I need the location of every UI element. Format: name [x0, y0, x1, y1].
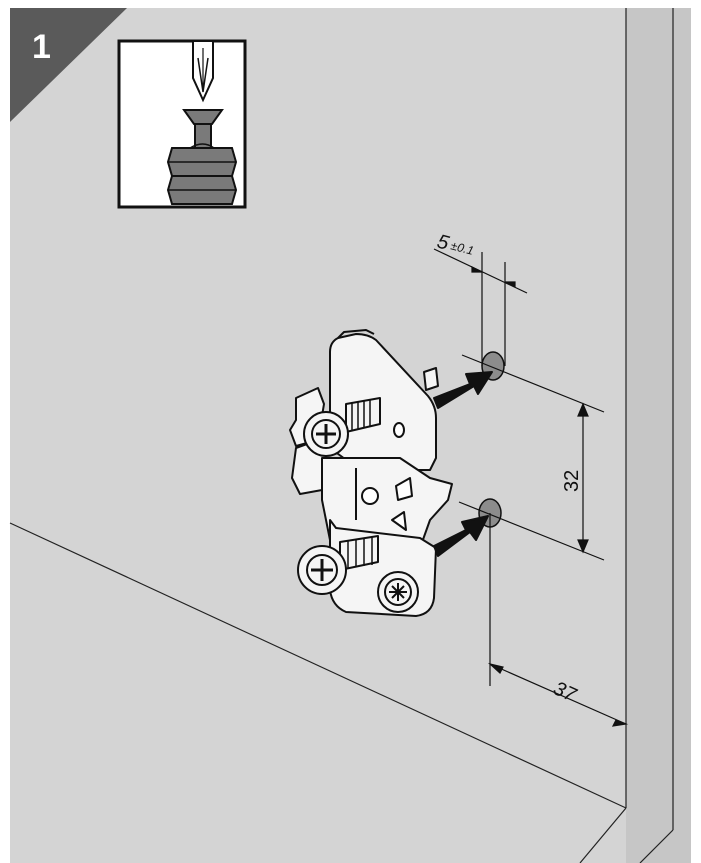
dowel-icon	[166, 143, 238, 205]
lower-screw-icon	[297, 535, 379, 595]
dimension-lines	[433, 248, 629, 727]
inset-panel	[117, 39, 247, 209]
step-badge-shape	[10, 8, 127, 122]
insert-arrows	[433, 371, 493, 557]
step-number: 1	[32, 28, 51, 66]
screwdriver-icon	[192, 40, 214, 103]
floor-corner-back	[639, 829, 674, 863]
lower-insert-arrow	[433, 515, 489, 557]
upper-screw-icon	[303, 397, 381, 457]
edge-distance-dim-line	[489, 663, 627, 725]
upper-insert-arrow	[433, 371, 493, 409]
adjustment-cam-icon	[377, 571, 419, 613]
floor-corner	[579, 807, 627, 863]
plate-hole	[393, 422, 405, 438]
step-badge: 1	[10, 8, 127, 122]
upper-dowel	[423, 367, 439, 391]
hole-tolerance-label: ±0.1	[449, 238, 475, 258]
mounting-plate	[289, 329, 453, 617]
screw-icon	[182, 109, 224, 149]
hole-spacing-label: 32	[561, 470, 583, 492]
floor-edge	[9, 522, 627, 809]
cabinet-side-panel	[626, 8, 691, 863]
upper-plate	[329, 333, 437, 471]
